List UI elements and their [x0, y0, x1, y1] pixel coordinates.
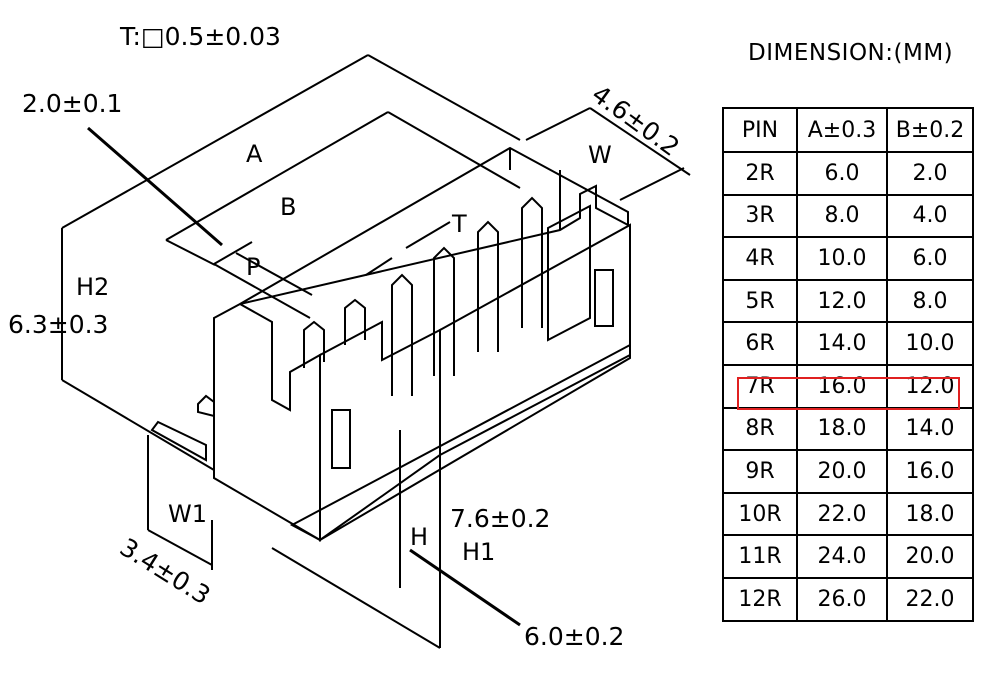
cell-a: 8.0	[796, 193, 888, 239]
table-header-row: PIN A±0.3 B±0.2	[722, 107, 974, 153]
cell-b: 14.0	[886, 406, 974, 452]
cell-pin: 6R	[722, 321, 798, 366]
cell-pin: 8R	[722, 406, 798, 452]
pitch-leader-line	[87, 126, 223, 247]
dimension-b	[165, 111, 521, 266]
dimension-w	[525, 107, 691, 201]
cell-a: 12.0	[796, 278, 888, 324]
h-leader-line	[409, 548, 521, 627]
thickness-note: T:□0.5±0.03	[119, 22, 281, 51]
cell-pin: 11R	[722, 534, 798, 579]
dim-w-label: W	[588, 141, 612, 169]
cell-pin: 3R	[722, 193, 798, 239]
h1-value: 7.6±0.2	[450, 504, 550, 533]
dimension-t	[365, 221, 451, 276]
cell-b: 12.0	[886, 363, 974, 409]
h-label: H	[410, 523, 428, 551]
cell-pin: 5R	[722, 278, 798, 324]
h1-label: H1	[462, 538, 495, 566]
header-b: B±0.2	[886, 107, 974, 153]
cell-pin: 12R	[722, 576, 798, 622]
cell-a: 22.0	[796, 491, 888, 537]
h2-value: 6.3±0.3	[8, 310, 108, 339]
pitch-label: 2.0±0.1	[22, 89, 122, 118]
dimension-h2	[61, 232, 215, 471]
cell-a: 10.0	[796, 236, 888, 281]
dimension-table-title: DIMENSION:(MM)	[748, 40, 954, 66]
dim-b-label: B	[280, 193, 296, 221]
cell-pin: 4R	[722, 236, 798, 281]
h2-label: H2	[76, 273, 109, 301]
w1-label: W1	[168, 500, 207, 528]
cell-b: 16.0	[886, 449, 974, 494]
cell-b: 20.0	[886, 534, 974, 579]
cell-pin: 7R	[722, 363, 798, 409]
cell-b: 8.0	[886, 278, 974, 324]
dim-p-label: P	[246, 253, 260, 281]
cell-pin: 9R	[722, 449, 798, 494]
cell-a: 16.0	[796, 363, 888, 409]
cell-a: 20.0	[796, 449, 888, 494]
connector-isometric-drawing: T:□0.5±0.03 2.0±0.1 A B P T W 4.6±0.2 H2…	[8, 22, 691, 651]
cell-a: 6.0	[796, 151, 888, 196]
cell-a: 26.0	[796, 576, 888, 622]
cell-pin: 2R	[722, 151, 798, 196]
cell-b: 18.0	[886, 491, 974, 537]
cell-b: 2.0	[886, 151, 974, 196]
header-a: A±0.3	[796, 107, 888, 153]
pins	[150, 196, 543, 462]
dim-t-label: T	[451, 210, 467, 238]
h-value: 6.0±0.2	[524, 622, 624, 651]
dimension-w1	[147, 435, 213, 570]
dimension-h-h1	[271, 430, 441, 649]
cell-b: 6.0	[886, 236, 974, 281]
dimension-p	[213, 241, 313, 319]
cell-pin: 10R	[722, 491, 798, 537]
housing-body	[213, 146, 631, 542]
w1-value: 3.4±0.3	[115, 532, 216, 610]
cell-b: 22.0	[886, 576, 974, 622]
cell-a: 24.0	[796, 534, 888, 579]
header-pin: PIN	[722, 107, 798, 153]
cell-a: 14.0	[796, 321, 888, 366]
dim-a-label: A	[246, 140, 263, 168]
cell-a: 18.0	[796, 406, 888, 452]
cell-b: 4.0	[886, 193, 974, 239]
cell-b: 10.0	[886, 321, 974, 366]
